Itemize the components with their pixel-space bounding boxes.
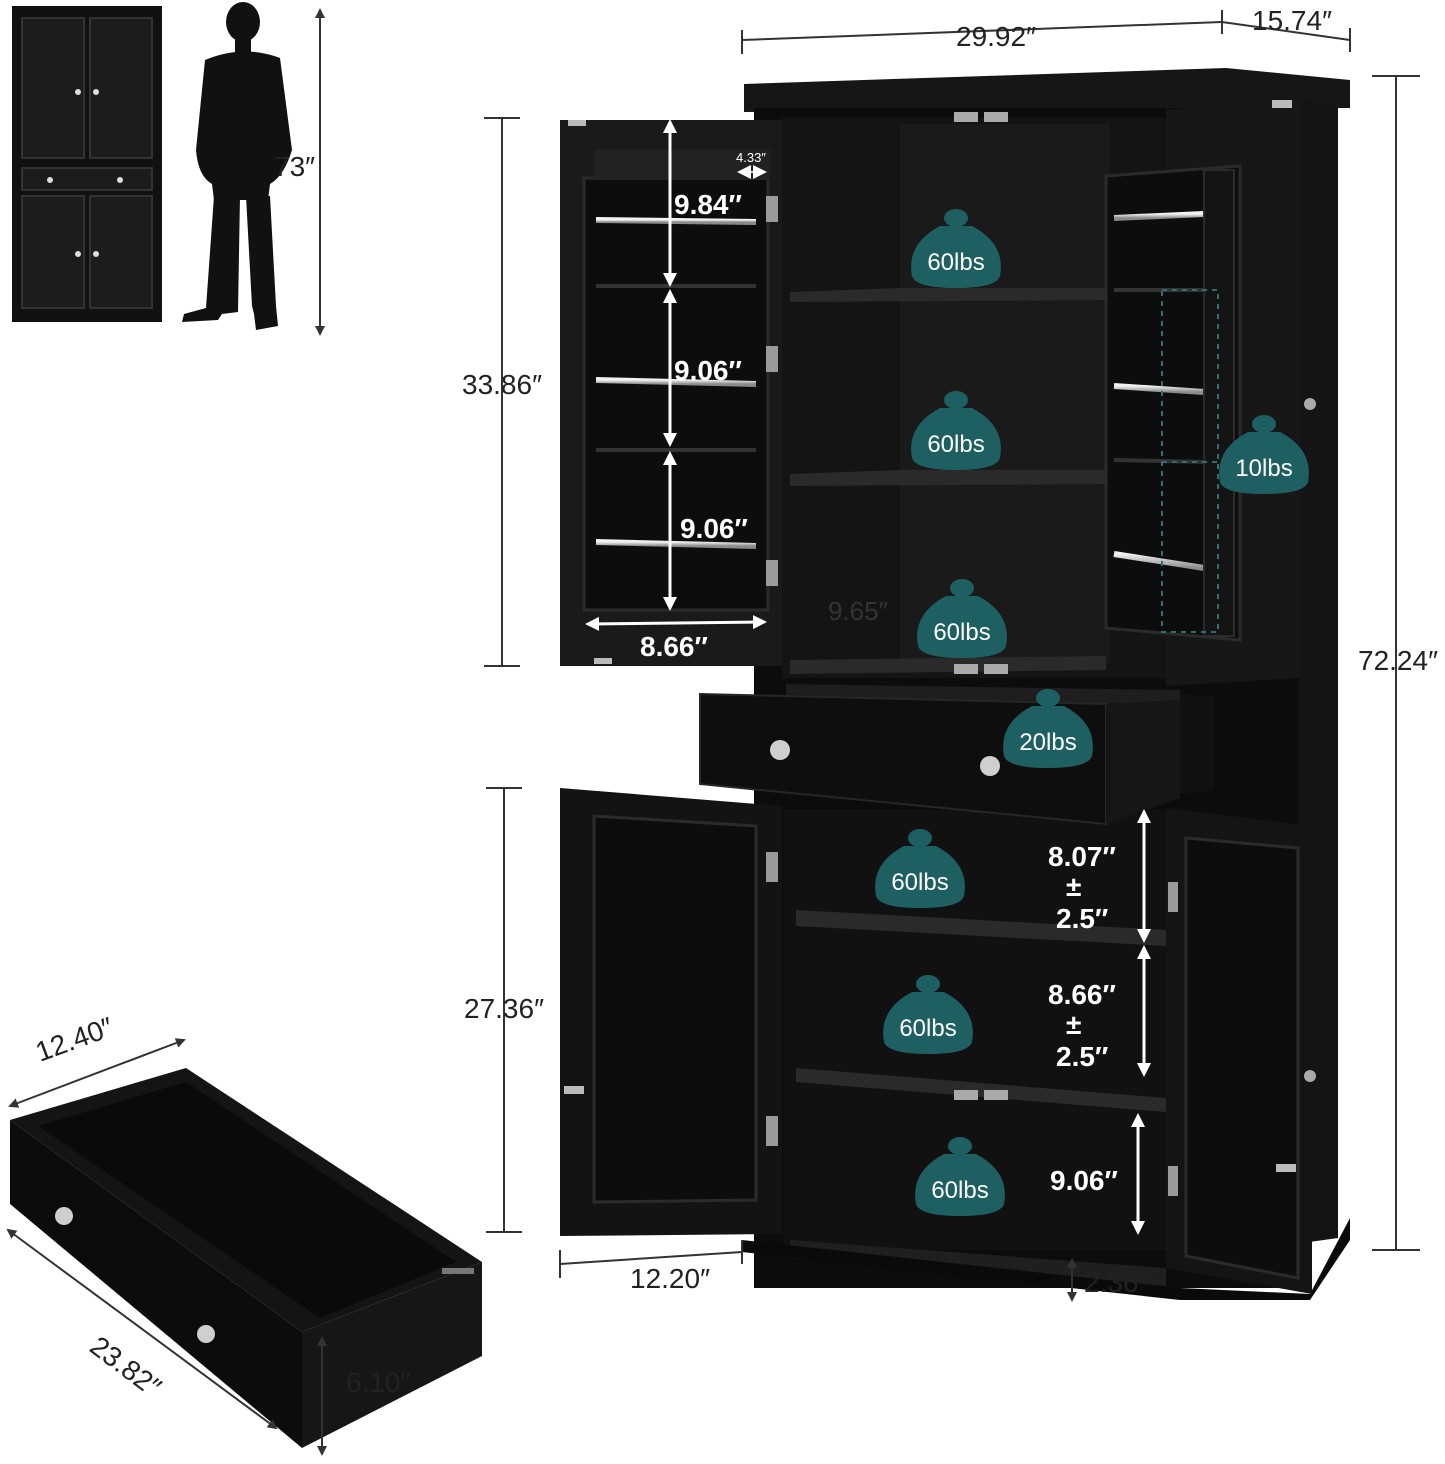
drawer-width-label: 23.82″ bbox=[84, 1330, 167, 1403]
weight-icon bbox=[948, 1137, 972, 1155]
weight-label: 60lbs bbox=[931, 1177, 988, 1204]
lower-cabinet-height-label: 27.36″ bbox=[464, 993, 544, 1024]
door-shelf-depth-label: 4.33″ bbox=[736, 150, 766, 165]
weight-badge-lower-1: 60lbs bbox=[875, 829, 965, 908]
lower-shelf-spacing-2-pm: ± bbox=[1066, 1009, 1081, 1040]
weight-badge-upper-3: 60lbs bbox=[917, 579, 1007, 658]
lower-left-door bbox=[560, 788, 782, 1236]
overall-depth-label: 15.74″ bbox=[1252, 5, 1332, 36]
upper-right-door bbox=[1104, 100, 1316, 686]
weight-label: 60lbs bbox=[891, 869, 948, 896]
overall-width-label: 29.92″ bbox=[956, 21, 1036, 52]
weight-badge-door-shelf: 10lbs bbox=[1219, 415, 1309, 494]
weight-label: 60lbs bbox=[933, 619, 990, 646]
weight-badge-upper-1: 60lbs bbox=[911, 209, 1001, 288]
weight-badge-lower-3: 60lbs bbox=[915, 1137, 1005, 1216]
weight-icon bbox=[950, 579, 974, 597]
lower-door-width-label: 12.20″ bbox=[630, 1263, 710, 1294]
upper-cabinet-height-label: 33.86″ bbox=[462, 369, 542, 400]
lower-shelf-spacing-2: 8.66″ bbox=[1048, 979, 1116, 1010]
weight-label: 20lbs bbox=[1019, 729, 1076, 756]
overall-height-label: 72.24″ bbox=[1358, 645, 1438, 676]
bottom-space-label: 9.06″ bbox=[1050, 1165, 1118, 1196]
lower-shelf-spacing-2-adj: 2.5″ bbox=[1056, 1041, 1108, 1072]
door-shelf-spacing-1: 9.84″ bbox=[674, 189, 742, 220]
cabinet-drawer bbox=[699, 684, 1214, 826]
weight-badge-upper-2: 60lbs bbox=[911, 391, 1001, 470]
weight-icon bbox=[1036, 689, 1060, 707]
drawer-height-label: 6.10″ bbox=[346, 1367, 410, 1398]
drawer-depth-label: 12.40″ bbox=[31, 1011, 117, 1068]
human-silhouette-icon bbox=[182, 2, 292, 330]
weight-badge-drawer: 20lbs bbox=[1003, 689, 1093, 768]
door-shelf-spacing-3: 9.06″ bbox=[680, 513, 748, 544]
weight-badge-lower-2: 60lbs bbox=[883, 975, 973, 1054]
lower-shelf-spacing-1: 8.07″ bbox=[1048, 841, 1116, 872]
weight-icon bbox=[944, 391, 968, 409]
weight-icon bbox=[944, 209, 968, 227]
door-inner-width-label: 8.66″ bbox=[640, 631, 708, 662]
weight-label: 60lbs bbox=[927, 431, 984, 458]
weight-label: 60lbs bbox=[927, 249, 984, 276]
base-height-label: 2.36″ bbox=[1084, 1267, 1148, 1298]
weight-icon bbox=[1252, 415, 1276, 433]
lower-shelf-spacing-1-adj: 2.5″ bbox=[1056, 903, 1108, 934]
shelf-depth-label: 9.65″ bbox=[828, 596, 888, 626]
door-shelf-spacing-2: 9.06″ bbox=[674, 355, 742, 386]
height-scale-label: 73″ bbox=[274, 151, 315, 182]
weight-icon bbox=[908, 829, 932, 847]
weight-label: 60lbs bbox=[899, 1015, 956, 1042]
lower-shelf-spacing-1-pm: ± bbox=[1066, 871, 1081, 902]
drawer-isometric bbox=[10, 1068, 482, 1448]
weight-icon bbox=[916, 975, 940, 993]
thumbnail-cabinet bbox=[12, 6, 162, 322]
weight-label: 10lbs bbox=[1235, 455, 1292, 482]
lower-right-door bbox=[1166, 808, 1316, 1294]
